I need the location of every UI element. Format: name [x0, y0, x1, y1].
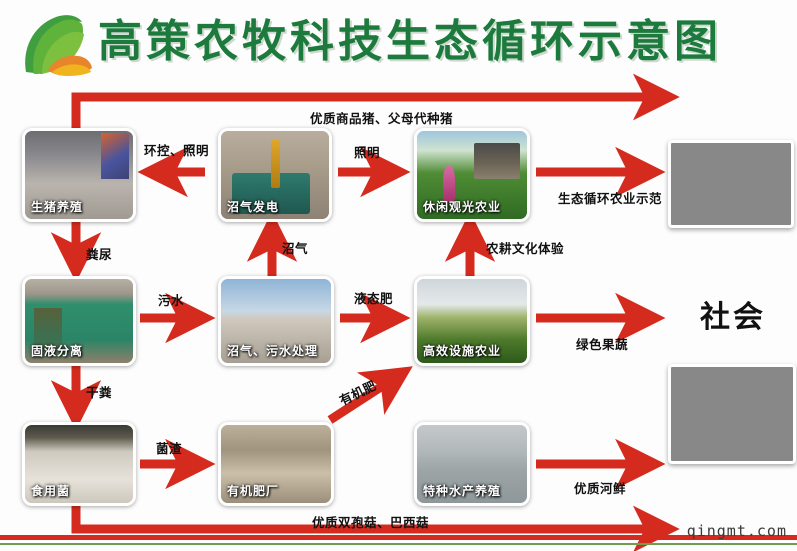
node-caption: 沼气、污水处理	[227, 344, 319, 358]
page-title: 高策农牧科技生态循环示意图	[98, 16, 722, 67]
label-farm-culture: 农耕文化体验	[486, 241, 565, 256]
node-caption: 沼气发电	[227, 200, 280, 214]
bottom-red-rule	[0, 535, 797, 540]
node-leisure-agritourism[interactable]: 休闲观光农业	[414, 128, 530, 222]
node-caption: 休闲观光农业	[423, 200, 502, 214]
biogas-power-photo	[221, 131, 329, 219]
label-quality-fish: 优质河鲜	[574, 481, 627, 496]
biogas-sewage-photo	[221, 279, 331, 363]
market-crowd-photo	[668, 140, 794, 228]
pig-farming-photo	[25, 131, 133, 219]
label-green-produce: 绿色果蔬	[576, 337, 629, 352]
organic-fertilizer-photo	[221, 425, 331, 503]
node-biogas-sewage-treatment[interactable]: 沼气、污水处理	[218, 276, 334, 366]
label-manure-urine: 粪尿	[86, 247, 113, 262]
node-biogas-power[interactable]: 沼气发电	[218, 128, 332, 222]
label-liquid-fertilizer: 液态肥	[354, 291, 394, 306]
node-solid-liquid-separation[interactable]: 固液分离	[22, 276, 136, 366]
node-pig-farming[interactable]: 生猪养殖	[22, 128, 136, 222]
label-env-lighting: 环控、照明	[144, 143, 210, 158]
solid-liquid-separation-photo	[25, 279, 133, 363]
society-label: 社会	[700, 300, 766, 335]
node-caption: 生猪养殖	[31, 200, 84, 214]
watermark: qingmt.com	[686, 522, 787, 540]
node-organic-fertilizer-plant[interactable]: 有机肥厂	[218, 422, 334, 506]
label-lighting: 照明	[354, 145, 381, 160]
node-edible-fungi[interactable]: 食用菌	[22, 422, 136, 506]
edible-fungi-photo	[25, 425, 133, 503]
label-top-loop: 优质商品猪、父母代种猪	[310, 111, 454, 126]
node-caption: 有机肥厂	[227, 484, 280, 498]
leisure-agritourism-photo	[417, 131, 527, 219]
efficient-facility-photo	[417, 279, 527, 363]
label-dry-manure: 干粪	[86, 385, 113, 400]
label-bottom-loop: 优质双孢菇、巴西菇	[312, 515, 430, 530]
label-biogas: 沼气	[282, 241, 309, 256]
company-logo-icon	[25, 15, 92, 76]
node-caption: 高效设施农业	[423, 344, 502, 358]
label-eco-demo: 生态循环农业示范	[558, 191, 663, 206]
label-fungus-residue: 菌渣	[156, 441, 183, 456]
node-efficient-facility-agriculture[interactable]: 高效设施农业	[414, 276, 530, 366]
aquaculture-photo	[417, 425, 527, 503]
label-organic-fertilizer: 有机肥	[336, 377, 379, 409]
node-caption: 食用菌	[31, 484, 71, 498]
produce-shelf-photo	[668, 364, 796, 464]
node-caption: 特种水产养殖	[423, 484, 502, 498]
label-sewage: 污水	[158, 293, 185, 308]
bottom-green-rule	[0, 543, 797, 545]
node-caption: 固液分离	[31, 344, 84, 358]
node-special-aquaculture[interactable]: 特种水产养殖	[414, 422, 530, 506]
